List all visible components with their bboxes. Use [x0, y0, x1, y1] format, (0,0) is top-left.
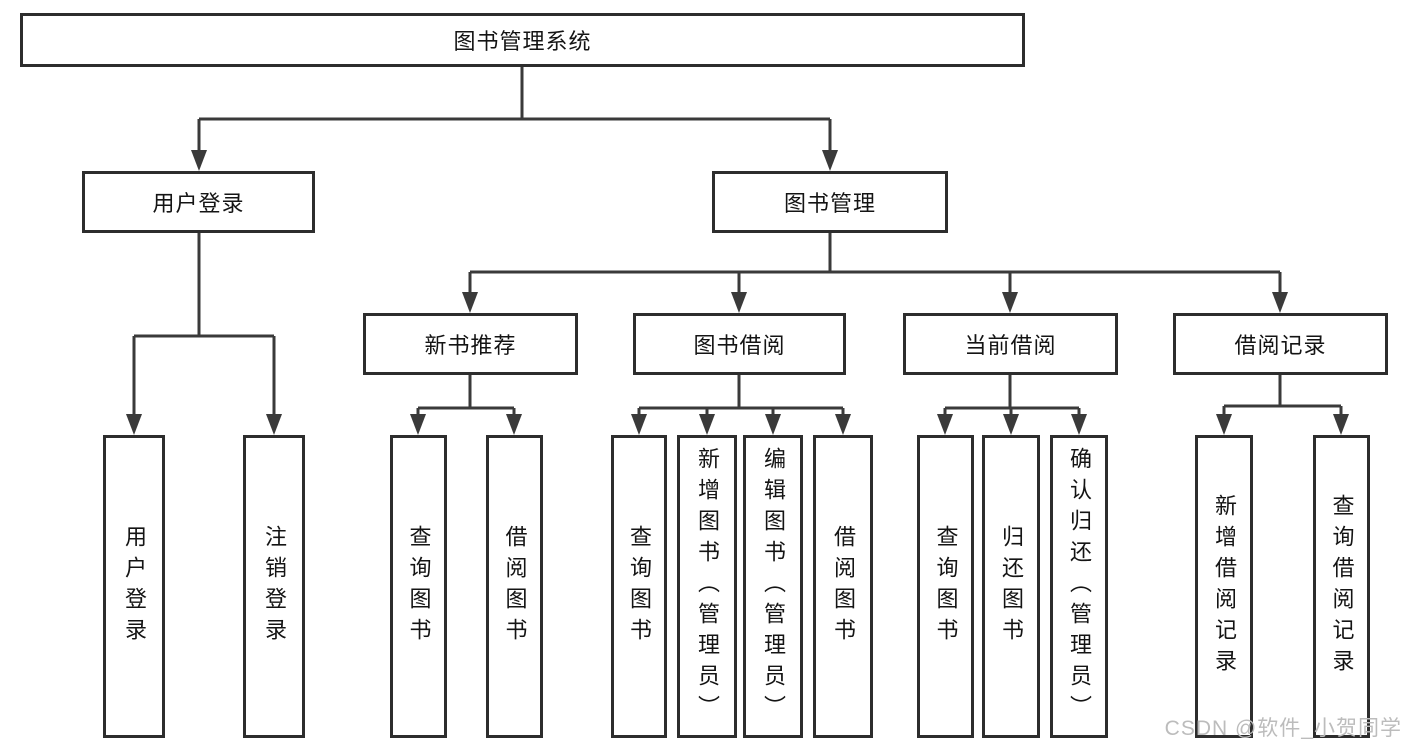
node-query-books-current: 查询图书 [917, 435, 974, 738]
node-user-login: 用户登录 [82, 171, 315, 233]
node-borrow-books-recommendation: 借阅图书 [486, 435, 543, 738]
node-logout: 注销登录 [243, 435, 305, 738]
node-edit-books-admin: 编辑图书（管理员） [743, 435, 803, 738]
node-new-book-recommendation: 新书推荐 [363, 313, 578, 375]
node-user-login-action: 用户登录 [103, 435, 165, 738]
watermark-text: CSDN @软件_小贺同学 [1164, 717, 1402, 740]
node-query-books-borrowing: 查询图书 [611, 435, 667, 738]
node-add-books-admin: 新增图书（管理员） [677, 435, 737, 738]
node-book-borrowing: 图书借阅 [633, 313, 846, 375]
node-query-borrow-record: 查询借阅记录 [1313, 435, 1370, 738]
node-add-borrow-record: 新增借阅记录 [1195, 435, 1253, 738]
node-confirm-return-admin: 确认归还（管理员） [1050, 435, 1108, 738]
node-query-books-recommendation: 查询图书 [390, 435, 447, 738]
node-book-management: 图书管理 [712, 171, 948, 233]
node-borrowing-records: 借阅记录 [1173, 313, 1388, 375]
node-borrow-books-borrowing: 借阅图书 [813, 435, 873, 738]
node-return-books: 归还图书 [982, 435, 1040, 738]
node-library-management-system: 图书管理系统 [20, 13, 1025, 67]
node-current-borrowing: 当前借阅 [903, 313, 1118, 375]
